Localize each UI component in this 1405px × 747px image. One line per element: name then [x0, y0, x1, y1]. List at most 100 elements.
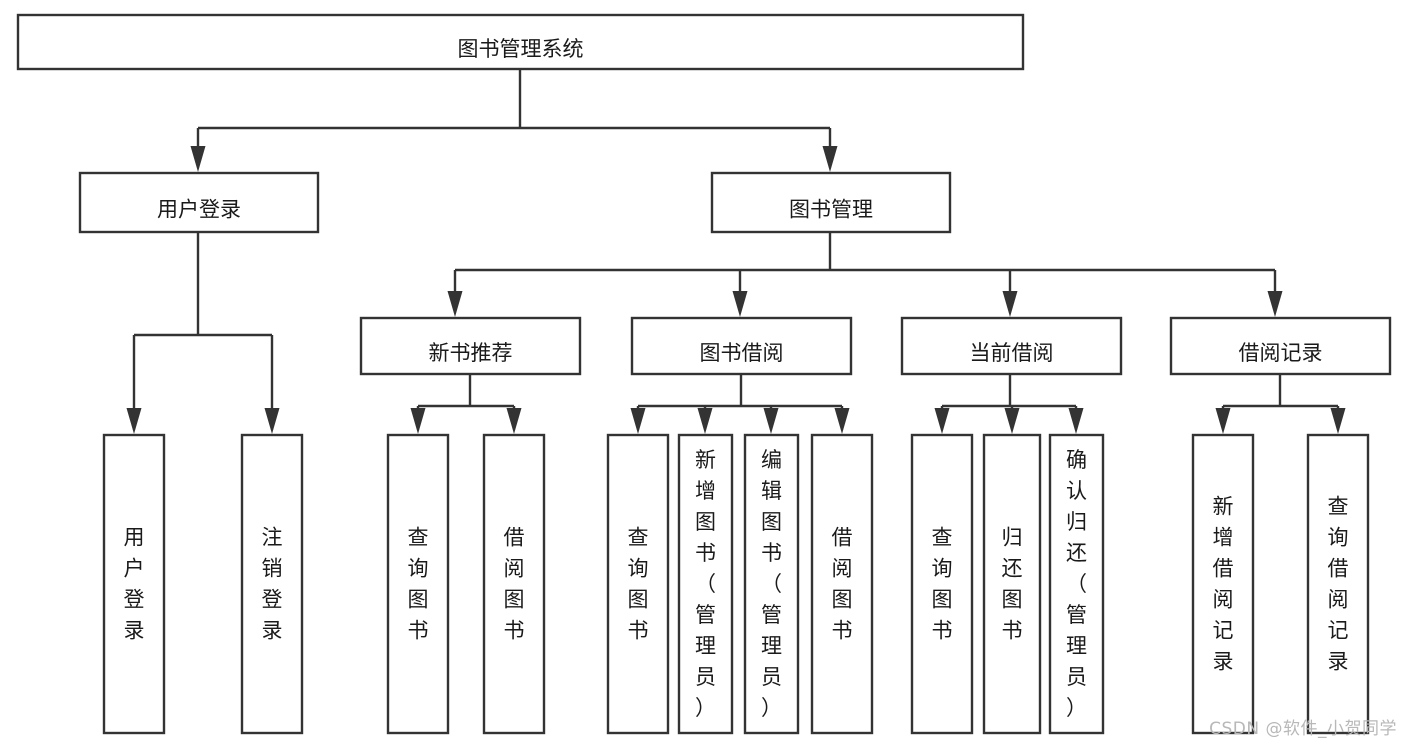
arrow-head-icon: [1215, 408, 1231, 434]
node-label: 图书管理系统: [458, 37, 584, 61]
level3-node-box[interactable]: [630, 316, 853, 376]
node-label: 图书管理: [789, 198, 873, 222]
node-label-char: 归: [1002, 526, 1023, 550]
arrow-head-icon: [834, 408, 850, 434]
node-label-char: 还: [1002, 557, 1023, 581]
node-label-char: 借: [1213, 557, 1234, 581]
node-label-char: 认: [1066, 479, 1087, 503]
node-label-char: 图: [932, 588, 953, 612]
arrow-head-icon: [1267, 291, 1283, 317]
node-label-char: 注: [262, 526, 283, 550]
node-label-char: ）: [1066, 696, 1087, 720]
node-label-char: 确: [1066, 448, 1087, 472]
leaf-node-box[interactable]: [743, 433, 800, 735]
diagram-nodes-layer: 图书管理系统用户登录图书管理新书推荐图书借阅当前借阅借阅记录用户登录用户登录注销…: [16, 13, 1392, 735]
node-label-char: 记: [1213, 619, 1234, 643]
leaf-node-box[interactable]: [102, 433, 166, 735]
node-label-char: 图: [408, 588, 429, 612]
leaf-node-box[interactable]: [910, 433, 974, 735]
node-leaf-borrow-book-rec[interactable]: 借阅图书借阅图书: [482, 433, 546, 735]
node-label-char: 图: [504, 588, 525, 612]
node-root[interactable]: 图书管理系统: [16, 13, 1025, 71]
node-leaf-query-borrow-record[interactable]: 查询借阅记录查询借阅记录: [1306, 433, 1370, 735]
node-label-char: 录: [262, 619, 283, 643]
leaf-node-box[interactable]: [482, 433, 546, 735]
node-label-char: 阅: [504, 557, 525, 581]
leaf-node-box[interactable]: [1048, 433, 1105, 735]
node-label-char: 员: [695, 665, 716, 689]
node-label-char: 查: [408, 526, 429, 550]
leaf-node-box[interactable]: [240, 433, 304, 735]
node-book-borrow[interactable]: 图书借阅: [630, 316, 853, 376]
node-label: 图书借阅: [700, 341, 784, 365]
node-leaf-return-book[interactable]: 归还图书归还图书: [982, 433, 1042, 735]
node-label-char: （: [1066, 572, 1087, 596]
node-label-char: （: [761, 572, 782, 596]
connector-new-book-to-leaves: [410, 374, 522, 434]
node-new-book-recommend[interactable]: 新书推荐: [359, 316, 582, 376]
node-label-char: 书: [1002, 619, 1023, 643]
node-current-borrow[interactable]: 当前借阅: [900, 316, 1123, 376]
node-label-char: 理: [1066, 634, 1087, 658]
node-label: 新书推荐: [429, 341, 513, 365]
leaf-node-box[interactable]: [1306, 433, 1370, 735]
leaf-node-box[interactable]: [810, 433, 874, 735]
node-label-char: 图: [761, 510, 782, 534]
arrow-head-icon: [1068, 408, 1084, 434]
leaf-node-box[interactable]: [386, 433, 450, 735]
node-label-char: 查: [628, 526, 649, 550]
node-label-char: 书: [408, 619, 429, 643]
node-label-char: 书: [504, 619, 525, 643]
node-label-char: 录: [124, 619, 145, 643]
node-label-char: 新: [695, 448, 716, 472]
leaf-node-box[interactable]: [982, 433, 1042, 735]
node-label: 当前借阅: [970, 341, 1054, 365]
node-leaf-query-book-borrow[interactable]: 查询图书查询图书: [606, 433, 670, 735]
arrow-head-icon: [630, 408, 646, 434]
node-leaf-add-borrow-record[interactable]: 新增借阅记录新增借阅记录: [1191, 433, 1255, 735]
arrow-head-icon: [822, 146, 838, 172]
node-leaf-borrow-book[interactable]: 借阅图书借阅图书: [810, 433, 874, 735]
level3-node-box[interactable]: [900, 316, 1123, 376]
node-label-char: 借: [832, 526, 853, 550]
node-user-login[interactable]: 用户登录: [78, 171, 320, 234]
node-label-char: 查: [932, 526, 953, 550]
node-label-char: 询: [1328, 526, 1349, 550]
node-label-char: 书: [695, 541, 716, 565]
node-label: 用户登录: [157, 198, 241, 222]
level3-node-box[interactable]: [359, 316, 582, 376]
node-label-char: 登: [124, 588, 145, 612]
node-label-char: 书: [761, 541, 782, 565]
root-node-box[interactable]: [16, 13, 1025, 71]
connector-user-login-to-leaves: [126, 232, 280, 434]
arrow-head-icon: [190, 146, 206, 172]
level2-node-box[interactable]: [710, 171, 952, 234]
node-leaf-user-login[interactable]: 用户登录用户登录: [102, 433, 166, 735]
node-leaf-user-logout[interactable]: 注销登录注销登录: [240, 433, 304, 735]
node-leaf-query-book-current[interactable]: 查询图书查询图书: [910, 433, 974, 735]
leaf-node-box[interactable]: [606, 433, 670, 735]
node-label-char: 管: [1066, 603, 1087, 627]
node-leaf-query-book-rec[interactable]: 查询图书查询图书: [386, 433, 450, 735]
arrow-head-icon: [1002, 291, 1018, 317]
level3-node-box[interactable]: [1169, 316, 1392, 376]
node-label-char: 新: [1213, 495, 1234, 519]
connector-edges-layer: [126, 69, 1346, 434]
node-label-char: 记: [1328, 619, 1349, 643]
leaf-node-box[interactable]: [1191, 433, 1255, 735]
node-label-char: 员: [761, 665, 782, 689]
node-label-char: 书: [832, 619, 853, 643]
node-book-manage[interactable]: 图书管理: [710, 171, 952, 234]
node-label-char: 录: [1328, 650, 1349, 674]
arrow-head-icon: [126, 408, 142, 434]
connector-borrow-record-to-leaves: [1215, 374, 1346, 434]
level2-node-box[interactable]: [78, 171, 320, 234]
leaf-node-box[interactable]: [677, 433, 734, 735]
node-label-char: 理: [761, 634, 782, 658]
node-borrow-record[interactable]: 借阅记录: [1169, 316, 1392, 376]
arrow-head-icon: [934, 408, 950, 434]
